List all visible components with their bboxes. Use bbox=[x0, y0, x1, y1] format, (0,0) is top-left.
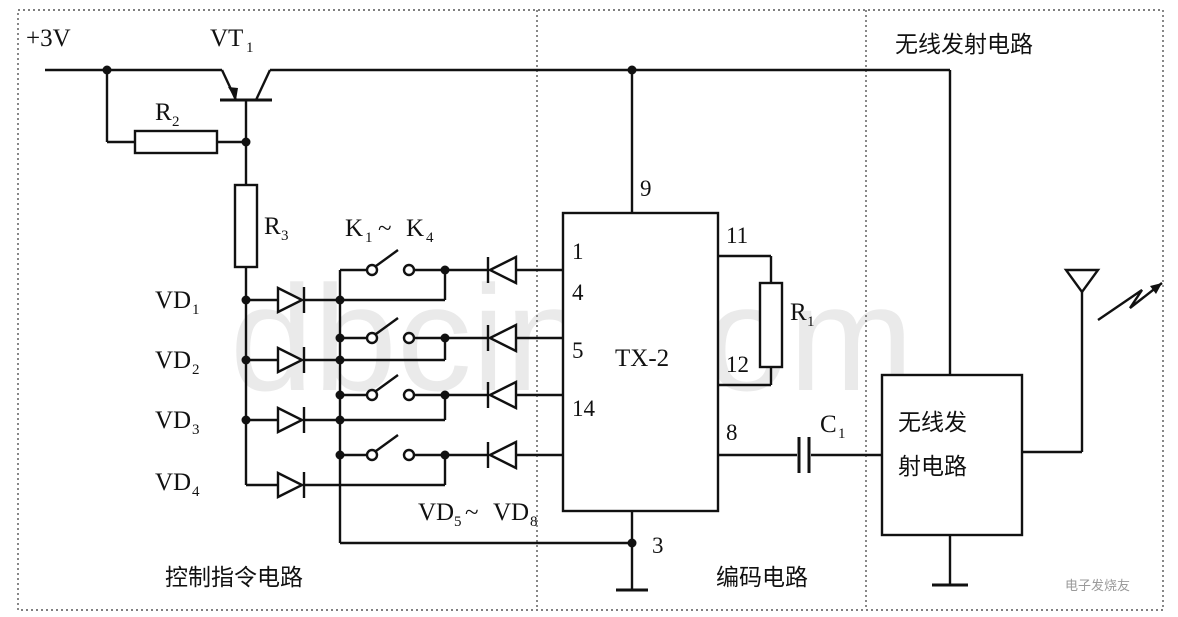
resistor-r1-label: R bbox=[790, 299, 807, 326]
switch-contact bbox=[365, 388, 379, 402]
diode-vd4-label-sub: 4 bbox=[192, 484, 200, 500]
diode-range-label-sep: ~ bbox=[465, 499, 479, 526]
signal-arrow-icon bbox=[1150, 283, 1162, 294]
diode-range-label-b: VD bbox=[493, 499, 529, 526]
diode-vd4 bbox=[276, 471, 305, 499]
transmitter-box bbox=[880, 373, 1024, 537]
resistor-r3: R 3 bbox=[233, 183, 289, 485]
switch-label-a-sub: 1 bbox=[365, 230, 373, 246]
junction-dot bbox=[241, 415, 251, 425]
switch-label-b: K bbox=[406, 215, 424, 242]
ic-pin-14: 14 bbox=[572, 396, 596, 421]
ic-pin-8: 8 bbox=[726, 420, 738, 445]
transistor-label-sub: 1 bbox=[246, 40, 254, 56]
diode-vd8 bbox=[487, 440, 518, 470]
ic-label: TX-2 bbox=[615, 345, 669, 372]
ic-body bbox=[561, 211, 720, 513]
transistor-label: VT bbox=[210, 25, 243, 52]
diode-vd2 bbox=[276, 346, 305, 374]
switch-label-a: K bbox=[345, 215, 363, 242]
switch-contact bbox=[402, 448, 416, 462]
section-title-transmitter: 无线发射电路 bbox=[895, 32, 1033, 58]
resistor-r3-label: R bbox=[264, 213, 281, 240]
switch-label-sep: ~ bbox=[378, 215, 392, 242]
supply-label: +3V bbox=[26, 25, 71, 52]
transistor-vt1: VT 1 bbox=[210, 25, 272, 185]
diode-vd1 bbox=[276, 286, 305, 314]
ic-pin-11: 11 bbox=[726, 223, 748, 248]
capacitor-label-sub: 1 bbox=[838, 426, 846, 442]
switch-contact bbox=[402, 263, 416, 277]
switches-k1-k4: K 1 ~ K 4 bbox=[340, 215, 445, 462]
ic-pin-1: 1 bbox=[572, 239, 584, 264]
antenna-icon bbox=[1063, 268, 1163, 321]
resistor-body bbox=[133, 129, 219, 155]
diodes-right: VD 5 ~ VD 8 bbox=[418, 255, 563, 530]
ic-tx2: TX-2 9 1 4 5 14 11 12 8 3 bbox=[561, 70, 749, 592]
section-title-control: 控制指令电路 bbox=[165, 565, 303, 591]
switch-contact bbox=[402, 331, 416, 345]
ic-pin-12: 12 bbox=[726, 352, 749, 377]
section-title-encoder: 编码电路 bbox=[716, 565, 808, 591]
resistor-r3-label-sub: 3 bbox=[281, 228, 289, 244]
ic-pin-3: 3 bbox=[652, 533, 664, 558]
resistor-r2-label-sub: 2 bbox=[172, 114, 180, 130]
diode-range-label-a-sub: 5 bbox=[454, 514, 462, 530]
diode-vd3-label-sub: 3 bbox=[192, 422, 200, 438]
resistor-r1-label-sub: 1 bbox=[807, 314, 815, 330]
diode-range-label-a: VD bbox=[418, 499, 454, 526]
resistor-r2-label: R bbox=[155, 99, 172, 126]
resistor-body bbox=[233, 183, 259, 269]
transmitter-box-line2: 射电路 bbox=[898, 454, 967, 480]
resistor-r1: R 1 bbox=[718, 254, 815, 387]
diode-vd2-label-sub: 2 bbox=[192, 362, 200, 378]
resistor-body bbox=[758, 281, 784, 369]
diode-vd1-label: VD bbox=[155, 287, 191, 314]
diodes-left: VD 1 VD 2 VD 3 VD 4 bbox=[155, 286, 340, 500]
diode-vd3 bbox=[276, 406, 305, 434]
junction-dot bbox=[241, 137, 251, 147]
junction-dot bbox=[627, 538, 637, 548]
emitter-arrow bbox=[228, 87, 238, 100]
switch-contact bbox=[365, 448, 379, 462]
diode-range-label-b-sub: 8 bbox=[530, 514, 538, 530]
ic-pin-4: 4 bbox=[572, 280, 584, 305]
junction-dot bbox=[241, 355, 251, 365]
switch-contact bbox=[365, 331, 379, 345]
ic-pin-9: 9 bbox=[640, 176, 652, 201]
switch-label-b-sub: 4 bbox=[426, 230, 434, 246]
section-borders bbox=[17, 9, 1164, 611]
switch-contact bbox=[402, 388, 416, 402]
diode-vd2-label: VD bbox=[155, 347, 191, 374]
transmitter-block: 无线发 射电路 bbox=[880, 290, 1084, 587]
diode-vd1-label-sub: 1 bbox=[192, 302, 200, 318]
switch-contact bbox=[365, 263, 379, 277]
junction-dot bbox=[241, 295, 251, 305]
outer-border bbox=[17, 9, 1164, 611]
capacitor-label: C bbox=[820, 411, 837, 438]
transmitter-box-line1: 无线发 bbox=[898, 410, 967, 436]
ic-pin-5: 5 bbox=[572, 338, 584, 363]
capacitor-c1: C 1 bbox=[718, 411, 882, 473]
diode-vd3-label: VD bbox=[155, 407, 191, 434]
diode-vd4-label: VD bbox=[155, 469, 191, 496]
logo-text: 电子发烧友 bbox=[1065, 578, 1130, 594]
switch-bus bbox=[335, 270, 632, 545]
resistor-r2: R 2 bbox=[105, 70, 251, 155]
